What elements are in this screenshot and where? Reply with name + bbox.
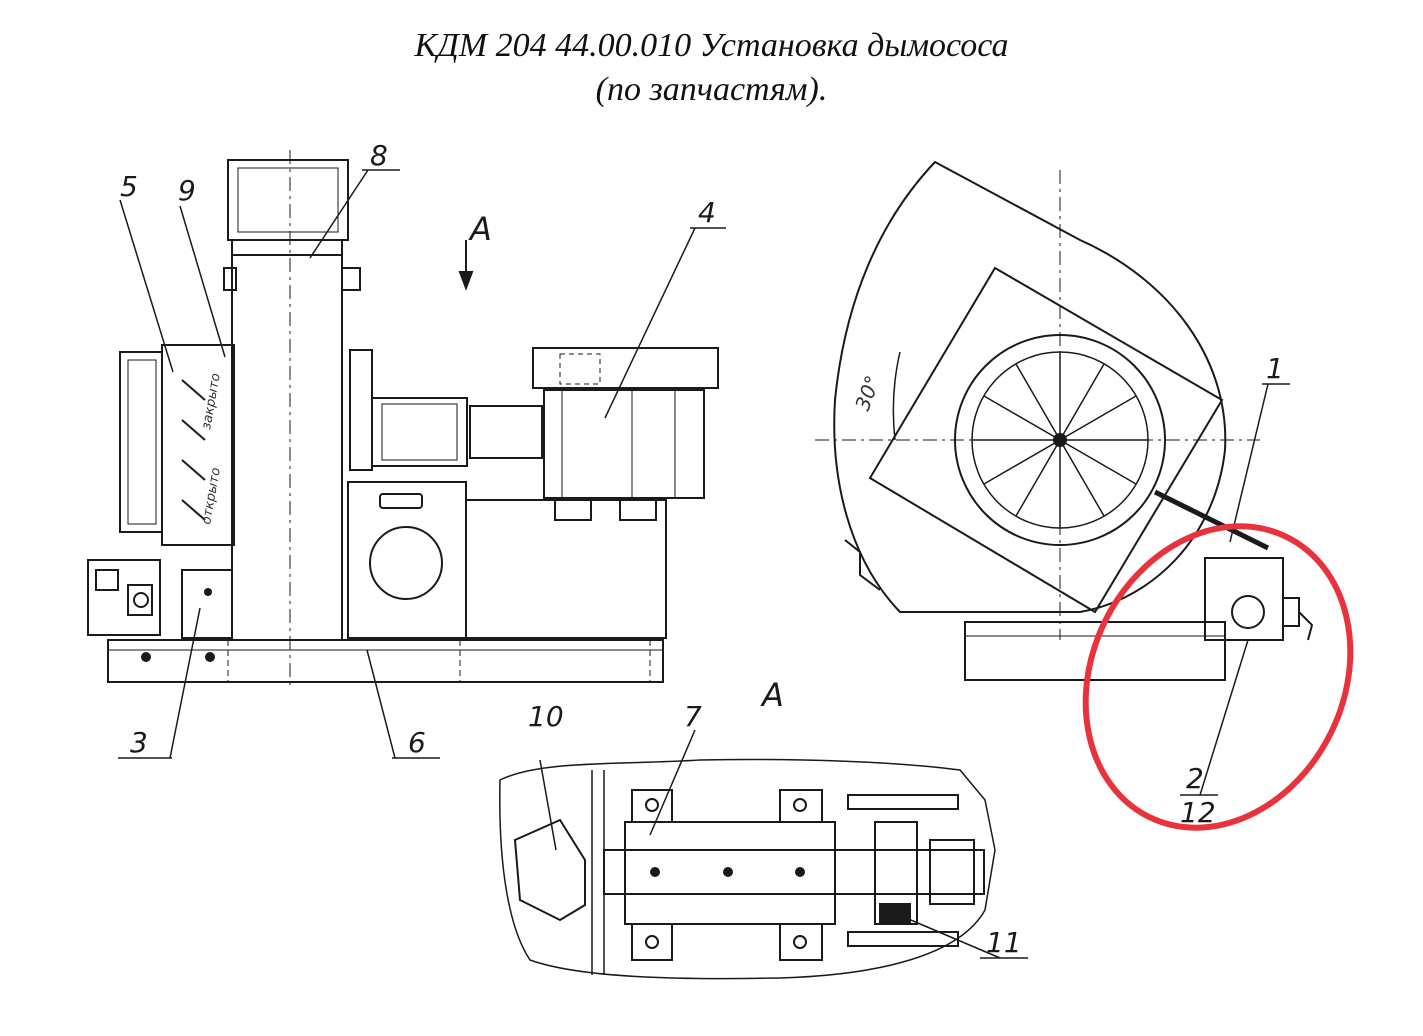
callout-7: 7 — [684, 700, 702, 733]
section-a — [499, 758, 996, 980]
callout-10: 10 — [528, 700, 564, 733]
bearing-housing-7 — [624, 821, 836, 925]
leader-lines — [118, 169, 1290, 959]
electric-motor — [543, 389, 705, 499]
callout-11: 11 — [986, 926, 1022, 959]
inlet-frame — [868, 266, 1224, 614]
callout-6: 6 — [408, 726, 426, 759]
drawing-subtitle: (по запчастям). — [595, 71, 828, 108]
callout-4: 4 — [698, 196, 716, 229]
callout-2: 2 — [1186, 762, 1204, 795]
callout-12: 12 — [1180, 796, 1216, 829]
control-box — [87, 559, 161, 636]
impeller-hub — [513, 818, 586, 922]
motor-frame — [465, 499, 667, 639]
front-view — [815, 160, 1314, 681]
volute-casing — [231, 254, 343, 641]
pedestal-opening — [369, 526, 443, 600]
volute-spiral — [833, 160, 1227, 613]
angle-annotation: 30° — [850, 372, 885, 414]
section-view-label: А — [760, 676, 784, 714]
damper-housing — [161, 344, 235, 546]
callout-3: 3 — [130, 726, 148, 759]
view-arrow-label: А — [468, 210, 492, 248]
callout-8: 8 — [370, 139, 388, 172]
coupling — [469, 405, 543, 459]
callout-1: 1 — [1266, 352, 1284, 385]
drawing-title: КДМ 204 44.00.010 Установка дымососа — [414, 27, 1009, 64]
bearing-unit — [371, 397, 468, 467]
support-bracket-3 — [181, 569, 233, 639]
damper-open-label: открыто — [199, 466, 224, 525]
lifting-lug — [341, 267, 361, 291]
motor-cover — [532, 347, 719, 389]
highlight-ellipse — [1082, 523, 1354, 831]
front-base — [964, 621, 1226, 681]
side-view — [87, 150, 719, 690]
base-frame — [107, 639, 664, 683]
damper-closed-label: закрыто — [199, 372, 224, 431]
callout-9: 9 — [178, 174, 196, 207]
shaft — [603, 849, 985, 895]
section-outline — [499, 758, 996, 980]
pedestal-6 — [347, 481, 467, 639]
callout-5: 5 — [120, 170, 138, 203]
